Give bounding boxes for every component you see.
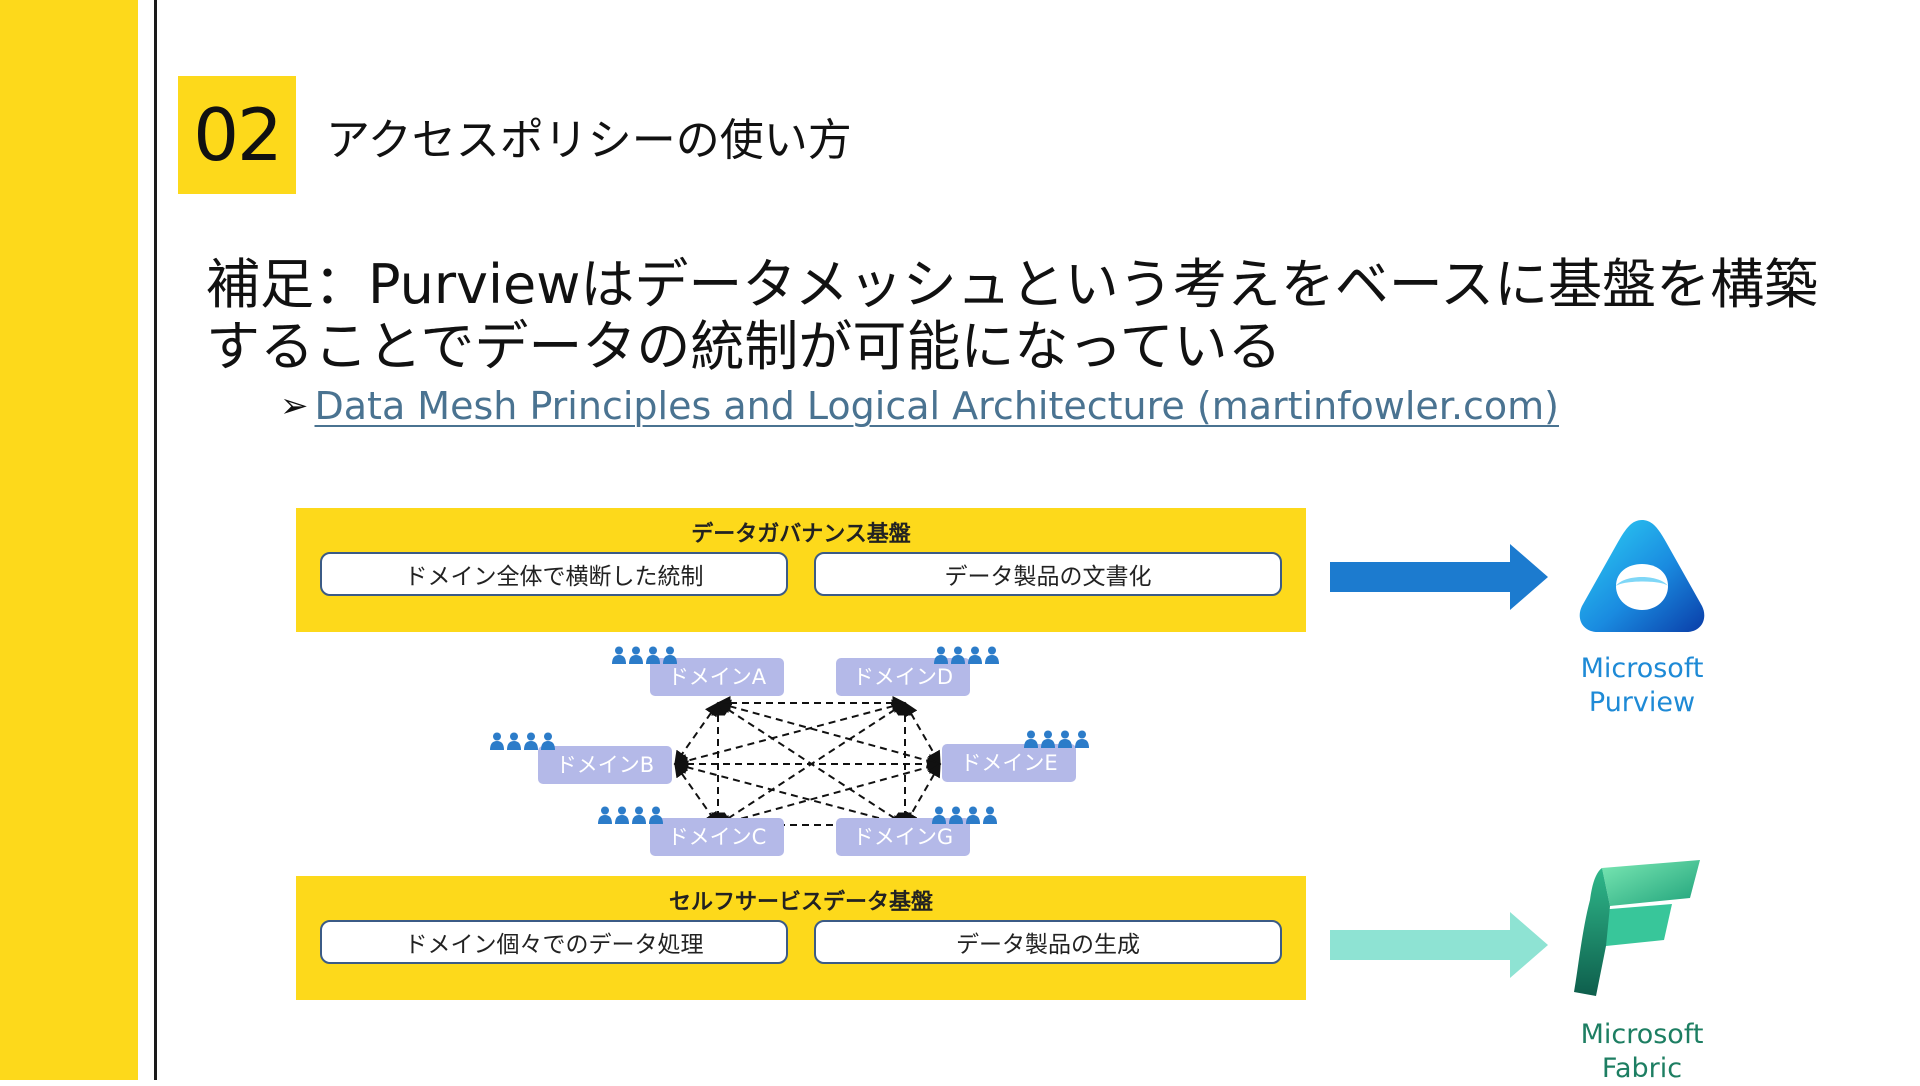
selfservice-platform-title: セルフサービスデータ基盤 xyxy=(668,890,933,915)
mesh-link xyxy=(716,760,942,829)
headline: 補足：Purviewはデータメッシュという考えをベースに基盤を構築 することでデ… xyxy=(206,254,1846,378)
headline-line-1: 補足：Purviewはデータメッシュという考えをベースに基盤を構築 xyxy=(206,253,1819,316)
left-divider-line xyxy=(154,0,157,1080)
domain-d-label: ドメインD xyxy=(853,665,953,689)
section-number-badge: 02 xyxy=(178,76,296,194)
governance-platform-title: データガバナンス基盤 xyxy=(691,522,911,547)
domain-e: ドメインE xyxy=(942,730,1089,782)
mesh-link xyxy=(716,699,942,768)
purview-label: Microsoft Purview xyxy=(1580,653,1704,718)
arrow-right-icon xyxy=(1330,912,1548,978)
governance-documentation-box: データ製品の文書化 xyxy=(814,552,1282,596)
bullet-arrow-icon: ➢ xyxy=(280,386,309,426)
headline-line-2: することでデータの統制が可能になっている xyxy=(206,315,1282,378)
section-title: アクセスポリシーの使い方 xyxy=(326,115,852,166)
mesh-link xyxy=(673,760,907,829)
domain-g-label: ドメインG xyxy=(853,825,953,849)
arrow-right-icon xyxy=(1330,544,1548,610)
purview-logo-icon xyxy=(1579,520,1705,632)
governance-cross-domain-box: ドメイン全体で横断した統制 xyxy=(320,552,788,596)
selfservice-platform: セルフサービスデータ基盤 ドメイン個々でのデータ処理 データ製品の生成 xyxy=(296,876,1306,1000)
domain-b-label: ドメインB xyxy=(556,753,654,777)
fabric-logo-icon xyxy=(1574,860,1700,996)
reference-link[interactable]: Data Mesh Principles and Logical Archite… xyxy=(314,384,1560,428)
domain-a: ドメインA xyxy=(612,646,784,696)
domain-e-label: ドメインE xyxy=(960,751,1057,775)
domain-c-label: ドメインC xyxy=(668,825,767,849)
mesh-link xyxy=(674,701,719,766)
mesh-link xyxy=(904,701,941,766)
mesh-link xyxy=(673,699,907,768)
people-icon xyxy=(598,806,663,824)
domain-b: ドメインB xyxy=(490,732,672,784)
selfservice-generation-box: データ製品の生成 xyxy=(814,920,1282,964)
reference-row: ➢ Data Mesh Principles and Logical Archi… xyxy=(280,384,1559,428)
domain-c: ドメインC xyxy=(598,806,784,856)
mesh-link xyxy=(904,762,941,827)
domain-d: ドメインD xyxy=(836,646,999,696)
selfservice-processing-box: ドメイン個々でのデータ処理 xyxy=(320,920,788,964)
domain-a-label: ドメインA xyxy=(668,665,767,689)
fabric-label: Microsoft Fabric xyxy=(1580,1019,1704,1084)
left-accent-band xyxy=(0,0,138,1080)
domain-mesh-diagram: ドメインA ドメインD ドメインB ドメインE xyxy=(490,646,1089,856)
people-icon xyxy=(490,732,555,750)
governance-platform: データガバナンス基盤 ドメイン全体で横断した統制 データ製品の文書化 xyxy=(296,508,1306,632)
people-icon xyxy=(612,646,677,664)
domain-g: ドメインG xyxy=(836,806,997,856)
